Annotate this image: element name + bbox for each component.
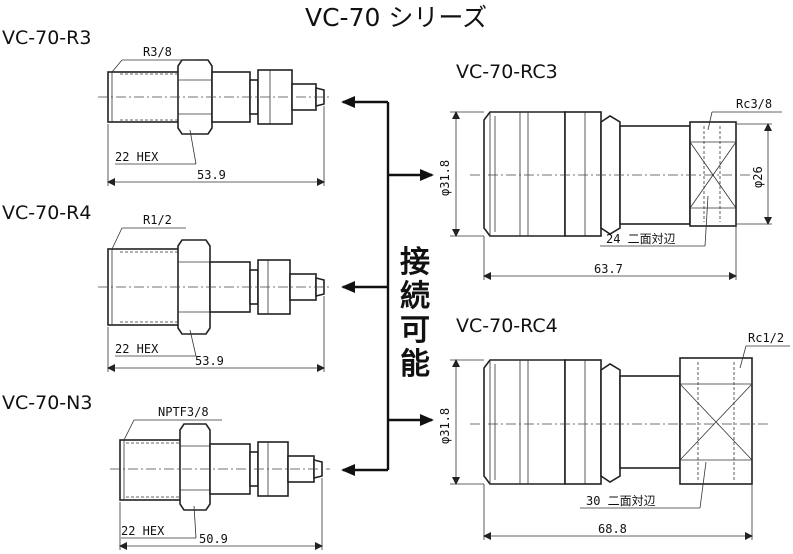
length-label: 53.9 <box>197 168 226 182</box>
socket-sleeve <box>483 111 566 237</box>
series-title: VC-70 シリーズ <box>305 3 487 32</box>
hex-size-label: 22 HEX <box>115 150 159 164</box>
thread-size-label: NPTF3/8 <box>158 405 209 419</box>
length-label: 50.9 <box>199 532 228 546</box>
socket-rc3: VC-70-RC3 Rc3/8 φ31.8 φ26 <box>438 61 782 280</box>
hex-size-label: 22 HEX <box>115 342 159 356</box>
compatibility-arrows: 接 続 可 能 <box>341 96 437 476</box>
socket-model-label: VC-70-RC3 <box>456 61 558 83</box>
connectable-char-4: 能 <box>400 347 430 382</box>
socket-thread-label: Rc1/2 <box>748 331 784 345</box>
length-label: 53.9 <box>195 354 224 368</box>
socket-body <box>564 111 602 237</box>
plug-model-label: VC-70-R3 <box>2 27 91 49</box>
thread-size-label: R1/2 <box>143 213 172 227</box>
socket-model-label: VC-70-RC4 <box>456 315 558 337</box>
plug-r4: VC-70-R4 R1/2 22 HEX 53.9 <box>2 202 332 372</box>
socket-rc4: VC-70-RC4 Rc1/2 φ31.8 30 二面対辺 68.8 <box>438 315 790 540</box>
plug-n3: VC-70-N3 NPTF3/8 22 HEX 50.9 <box>2 392 330 550</box>
body-diameter-label: φ31.8 <box>438 160 452 196</box>
socket-thread-label: Rc3/8 <box>736 97 772 111</box>
width-across-flats-label: 30 二面対辺 <box>586 494 656 508</box>
socket-body <box>564 359 602 485</box>
plug-model-label: VC-70-N3 <box>2 392 92 414</box>
thread-body <box>107 248 183 326</box>
body-diameter-label: φ31.8 <box>438 408 452 444</box>
plug-r3: VC-70-R3 R3/8 22 HEX 53.9 <box>2 27 332 186</box>
connectable-char-2: 続 <box>400 279 430 314</box>
width-across-flats-label: 24 二面対辺 <box>606 232 676 246</box>
socket-hex <box>679 357 753 485</box>
socket-length-label: 63.7 <box>594 262 623 276</box>
hex-size-label: 22 HEX <box>121 524 165 538</box>
connectable-char-3: 可 <box>400 313 430 348</box>
socket-hex <box>689 121 737 227</box>
socket-length-label: 68.8 <box>598 522 627 536</box>
thread-size-label: R3/8 <box>143 45 172 59</box>
socket-sleeve <box>483 359 566 485</box>
plug-model-label: VC-70-R4 <box>2 202 91 224</box>
connectable-char-1: 接 <box>400 245 430 280</box>
end-diameter-label: φ26 <box>751 166 765 188</box>
hex-nut <box>179 423 211 511</box>
thread-body <box>119 439 183 501</box>
